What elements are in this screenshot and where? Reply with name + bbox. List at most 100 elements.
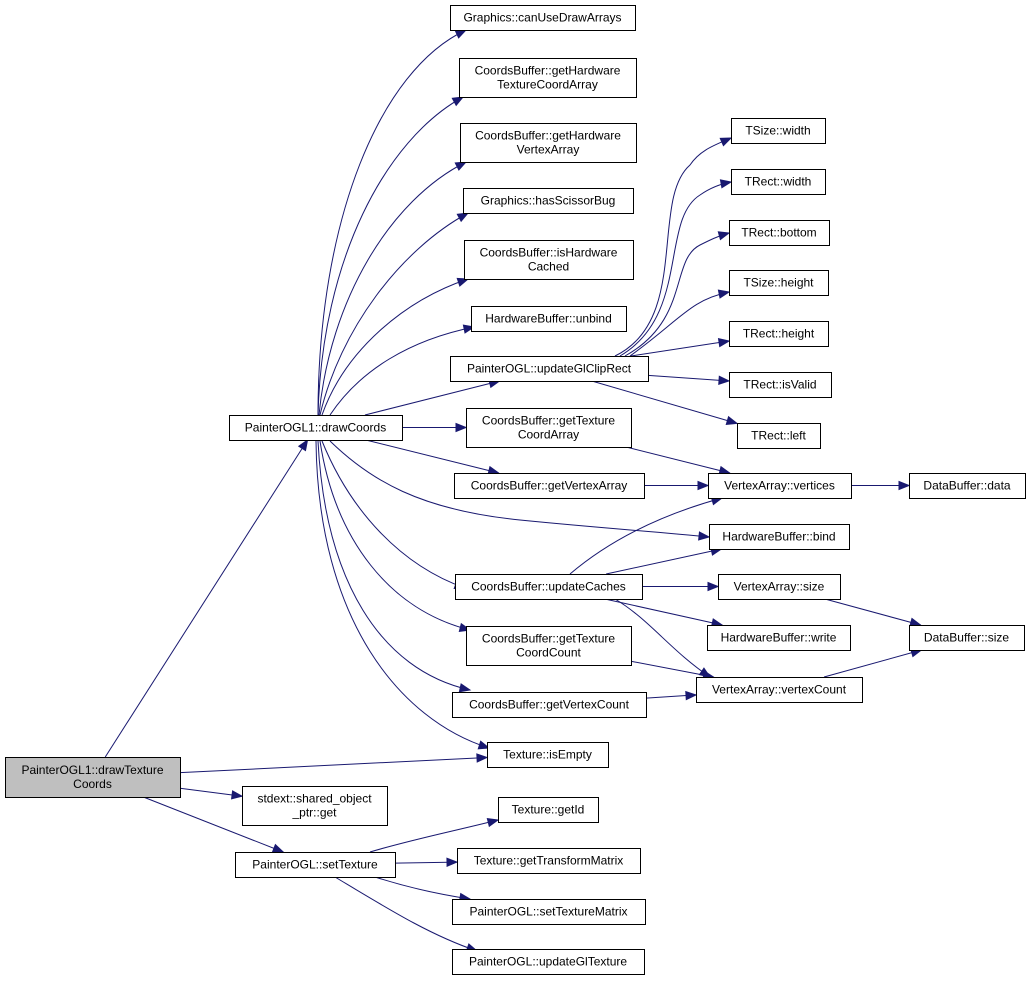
node-texIsEmpty[interactable]: Texture::isEmpty xyxy=(487,742,609,768)
edge-root-to-setTexture xyxy=(143,796,284,853)
node-vaSize[interactable]: VertexArray::size xyxy=(718,574,841,600)
node-box[interactable] xyxy=(455,574,643,600)
call-edges xyxy=(104,29,923,953)
node-updateCaches[interactable]: CoordsBuffer::updateCaches xyxy=(455,574,643,600)
node-label: VertexArray::vertices xyxy=(724,479,835,493)
node-box[interactable] xyxy=(235,852,396,878)
node-label: CoordsBuffer::getVertexCount xyxy=(469,698,630,712)
node-getVertexArray[interactable]: CoordsBuffer::getVertexArray xyxy=(454,473,645,499)
node-box[interactable] xyxy=(737,423,821,449)
node-trectIsValid[interactable]: TRect::isValid xyxy=(729,372,832,398)
node-box[interactable] xyxy=(452,692,647,718)
node-label: DataBuffer::data xyxy=(923,479,1010,493)
edge-root-to-texIsEmpty xyxy=(179,756,488,774)
node-hbWrite[interactable]: HardwareBuffer::write xyxy=(707,625,851,651)
node-trectLeft[interactable]: TRect::left xyxy=(737,423,821,449)
node-tsizeWidth[interactable]: TSize::width xyxy=(731,118,826,144)
node-box[interactable] xyxy=(452,949,645,975)
node-label: TRect::left xyxy=(751,429,806,443)
edge-drawCoords-to-canUseDrawArrays xyxy=(317,29,467,416)
edge-drawCoords-to-updateCaches xyxy=(321,440,466,589)
arrowhead-icon xyxy=(456,277,470,287)
node-setTextureMatrix[interactable]: PainterOGL::setTextureMatrix xyxy=(452,899,646,925)
node-hbUnbind[interactable]: HardwareBuffer::unbind xyxy=(471,306,627,332)
node-label: stdext::shared_object xyxy=(257,792,372,806)
node-trectWidth[interactable]: TRect::width xyxy=(731,169,826,195)
node-box[interactable] xyxy=(731,169,826,195)
node-texGetTransformMatrix[interactable]: Texture::getTransformMatrix xyxy=(457,848,641,874)
arrowhead-icon xyxy=(719,137,733,147)
node-box[interactable] xyxy=(466,626,632,666)
node-box[interactable] xyxy=(452,899,646,925)
node-setTexture[interactable]: PainterOGL::setTexture xyxy=(235,852,396,878)
node-box[interactable] xyxy=(696,677,863,703)
node-box[interactable] xyxy=(454,473,645,499)
node-vaVertexCount[interactable]: VertexArray::vertexCount xyxy=(696,677,863,703)
node-box[interactable] xyxy=(729,270,829,296)
node-label: VertexArray xyxy=(517,143,580,157)
node-box[interactable] xyxy=(471,306,627,332)
node-updateGlClipRect[interactable]: PainterOGL::updateGlClipRect xyxy=(450,356,649,382)
node-label: TRect::height xyxy=(743,327,815,341)
node-label: Coords xyxy=(73,777,112,791)
node-texGetId[interactable]: Texture::getId xyxy=(498,797,599,823)
node-box[interactable] xyxy=(450,356,649,382)
node-box[interactable] xyxy=(498,797,599,823)
node-box[interactable] xyxy=(487,742,609,768)
node-box[interactable] xyxy=(909,473,1026,499)
node-box[interactable] xyxy=(463,188,634,214)
edge-setTexture-to-texGetId xyxy=(369,819,499,853)
arrowhead-icon xyxy=(718,375,731,385)
node-box[interactable] xyxy=(460,123,637,163)
node-getVertexCount[interactable]: CoordsBuffer::getVertexCount xyxy=(452,692,647,718)
node-box[interactable] xyxy=(450,5,636,31)
node-box[interactable] xyxy=(729,321,829,347)
node-trectBottom[interactable]: TRect::bottom xyxy=(729,220,830,246)
node-box[interactable] xyxy=(709,524,850,550)
node-box[interactable] xyxy=(707,625,851,651)
node-hbBind[interactable]: HardwareBuffer::bind xyxy=(709,524,850,550)
node-sharedGet[interactable]: stdext::shared_object_ptr::get xyxy=(242,786,388,826)
node-label: HardwareBuffer::bind xyxy=(722,530,835,544)
node-dbSize[interactable]: DataBuffer::size xyxy=(909,625,1025,651)
node-drawCoords[interactable]: PainterOGL1::drawCoords xyxy=(229,415,403,441)
node-box[interactable] xyxy=(459,58,637,98)
arrowhead-icon xyxy=(454,161,468,171)
node-box[interactable] xyxy=(5,757,181,798)
node-box[interactable] xyxy=(909,625,1025,651)
edge-setTexture-to-updateGlTexture xyxy=(334,876,478,952)
node-box[interactable] xyxy=(729,372,832,398)
node-trectHeight[interactable]: TRect::height xyxy=(729,321,829,347)
node-label: Cached xyxy=(528,260,569,274)
edge-getTexCoordArray-to-vaVertices xyxy=(626,446,730,474)
node-box[interactable] xyxy=(708,473,852,499)
node-vaVertices[interactable]: VertexArray::vertices xyxy=(708,473,852,499)
arrowhead-icon xyxy=(486,817,500,828)
node-box[interactable] xyxy=(457,848,641,874)
node-canUseDrawArrays[interactable]: Graphics::canUseDrawArrays xyxy=(450,5,636,31)
edge-updateGlClipRect-to-tsizeWidth xyxy=(614,137,732,357)
node-box[interactable] xyxy=(242,786,388,826)
node-label: CoordsBuffer::getHardware xyxy=(475,129,621,143)
node-box[interactable] xyxy=(718,574,841,600)
edge-updateGlClipRect-to-trectBottom xyxy=(624,232,730,357)
node-updateGlTexture[interactable]: PainterOGL::updateGlTexture xyxy=(452,949,645,975)
node-label: PainterOGL1::drawTexture xyxy=(21,763,163,777)
node-dbData[interactable]: DataBuffer::data xyxy=(909,473,1026,499)
node-hasScissorBug[interactable]: Graphics::hasScissorBug xyxy=(463,188,634,214)
node-box[interactable] xyxy=(729,220,830,246)
edge-vaSize-to-dbSize xyxy=(824,598,921,626)
arrowhead-icon xyxy=(271,843,285,853)
node-box[interactable] xyxy=(731,118,826,144)
node-box[interactable] xyxy=(464,240,634,280)
node-getHwTexCoordArray[interactable]: CoordsBuffer::getHardwareTextureCoordArr… xyxy=(459,58,637,98)
node-box[interactable] xyxy=(466,408,632,448)
node-box[interactable] xyxy=(229,415,403,441)
node-label: TRect::isValid xyxy=(743,378,816,392)
node-tsizeHeight[interactable]: TSize::height xyxy=(729,270,829,296)
